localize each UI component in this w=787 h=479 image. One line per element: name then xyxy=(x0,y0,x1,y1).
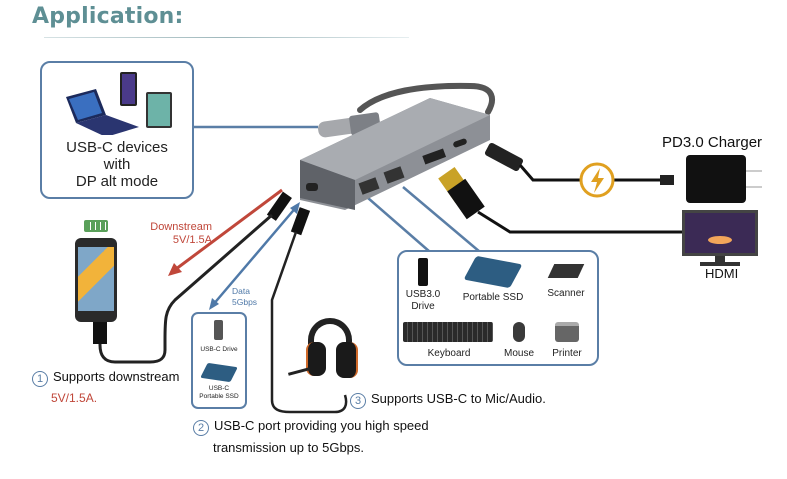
usb-a-connector-line-2 xyxy=(402,186,481,253)
usb-devices-box: USB3.0 Drive Portable SSD Scanner Keyboa… xyxy=(397,250,599,366)
hdmi-cable xyxy=(438,166,683,234)
ssd-icon xyxy=(463,255,523,289)
usb-drive-icon xyxy=(418,258,428,286)
usbc-devices-box: USB-C Drive USB-C Portable SSD xyxy=(191,312,247,409)
data-annotation: Data 5Gbps xyxy=(232,286,257,308)
note-1-line-2: 5V/1.5A. xyxy=(51,391,98,405)
hub-cable xyxy=(357,82,495,115)
charger-icon xyxy=(660,155,762,203)
phone-icon xyxy=(75,238,117,322)
scanner-icon xyxy=(547,264,585,278)
data-arrow xyxy=(211,204,299,307)
note-3: 3 Supports USB-C to Mic/Audio. xyxy=(350,391,546,409)
printer-label: Printer xyxy=(552,348,582,359)
portable-ssd-label: Portable SSD xyxy=(462,292,524,303)
phone-cable xyxy=(93,191,292,364)
scanner-item: Scanner xyxy=(541,264,591,299)
mouse-label: Mouse xyxy=(503,348,534,359)
bolt-icon xyxy=(579,162,615,198)
printer-icon xyxy=(555,322,579,342)
host-label-line-1: USB-C devices xyxy=(66,139,168,156)
keyboard-icon xyxy=(403,322,493,342)
usb-a-connector-line-1 xyxy=(367,197,431,253)
keyboard-label: Keyboard xyxy=(427,348,471,359)
host-label-line-2: with xyxy=(103,156,131,173)
usbc-ssd-label-2: Portable SSD xyxy=(199,393,239,400)
host-label-line-3: DP alt mode xyxy=(75,173,159,190)
note-1-line-1: Supports downstream xyxy=(53,369,180,384)
hdmi-label: HDMI xyxy=(705,266,739,281)
portable-ssd-item: Portable SSD xyxy=(455,255,531,303)
title-divider xyxy=(44,37,409,38)
scanner-label: Scanner xyxy=(547,288,585,299)
page-title: Application: xyxy=(32,4,184,29)
downstream-value: 5V/1.5A xyxy=(172,234,212,246)
printer-item: Printer xyxy=(545,322,589,359)
data-value: 5Gbps xyxy=(232,297,258,307)
charger-cable xyxy=(484,142,665,182)
note-3-number: 3 xyxy=(350,393,366,409)
note-1-number: 1 xyxy=(32,371,48,387)
headset-icon xyxy=(287,318,360,388)
downstream-annotation: Downstream 5V/1.5A xyxy=(146,221,212,247)
note-1: 1 Supports downstream xyxy=(32,369,179,387)
usbc-drive-icon xyxy=(214,320,223,340)
note-2-line-1: USB-C port providing you high speed xyxy=(214,418,429,433)
usbc-ssd-label-1: USB-C xyxy=(208,385,230,392)
host-devices-box: USB-C devices with DP alt mode xyxy=(40,61,194,199)
note-2: 2 USB-C port providing you high speed xyxy=(193,418,429,436)
usbc-drive-label: USB-C Drive xyxy=(200,346,238,353)
mouse-icon xyxy=(513,322,525,342)
note-2-number: 2 xyxy=(193,420,209,436)
keyboard-item: Keyboard xyxy=(403,322,495,359)
note-3-line-1: Supports USB-C to Mic/Audio. xyxy=(371,391,546,406)
mouse-item: Mouse xyxy=(501,322,537,359)
usb-drive-label-2: Drive xyxy=(411,301,435,312)
headset-cable xyxy=(270,207,348,414)
downstream-label: Downstream xyxy=(150,221,212,233)
usb-drive-label-1: USB3.0 xyxy=(405,289,441,300)
usb-hub xyxy=(300,98,490,210)
data-label: Data xyxy=(232,286,250,296)
downstream-arrow xyxy=(171,188,283,274)
battery-icon xyxy=(84,220,108,232)
note-2-line-2: transmission up to 5Gbps. xyxy=(213,440,365,455)
usb-drive-item: USB3.0 Drive xyxy=(403,258,443,313)
usbc-ssd-icon xyxy=(200,362,238,383)
charger-label: PD3.0 Charger xyxy=(662,134,763,151)
monitor-icon xyxy=(682,210,758,266)
laptop-phone-tablet-icon xyxy=(66,72,172,135)
